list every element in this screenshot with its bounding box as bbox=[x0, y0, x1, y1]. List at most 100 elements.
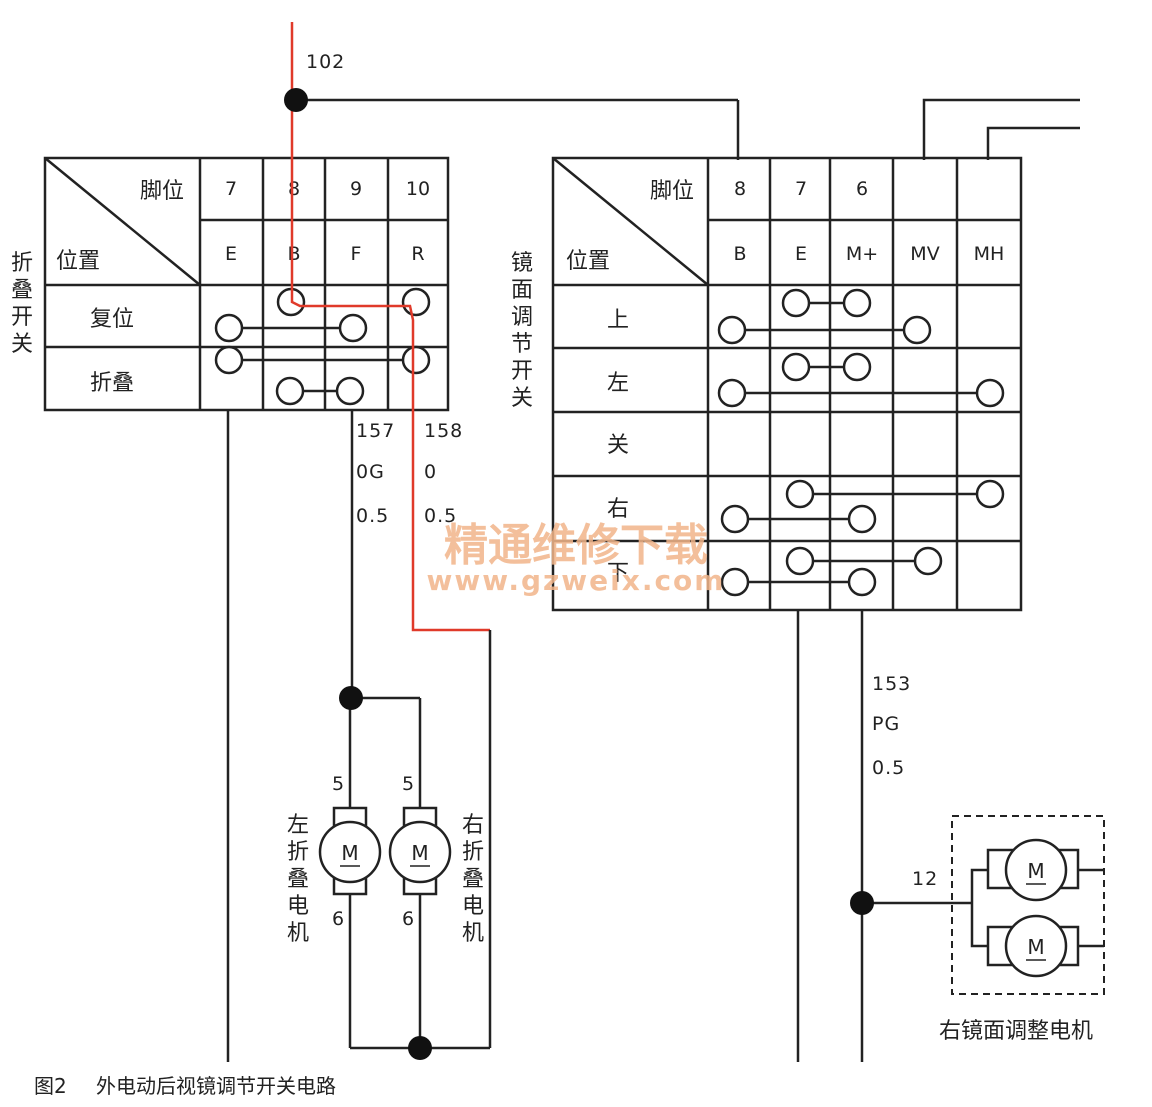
mirror-pos-left: 左 bbox=[607, 371, 629, 396]
motor-icon bbox=[318, 820, 382, 884]
svg-text:电: 电 bbox=[462, 894, 484, 919]
svg-text:关: 关 bbox=[511, 386, 533, 411]
watermark-url: www.gzweix.com bbox=[427, 564, 726, 597]
junction-153 bbox=[850, 891, 874, 915]
motor-icon bbox=[1004, 838, 1068, 902]
left-motor-pin-top: 5 bbox=[332, 773, 344, 795]
mirror-pos-right: 右 bbox=[607, 497, 629, 522]
left-motor-pin-bottom: 6 bbox=[332, 908, 344, 930]
junction-ground bbox=[408, 1036, 432, 1060]
mirror-switch-side-label: 镜 面 调 节 开 关 bbox=[511, 251, 533, 411]
svg-text:0G: 0G bbox=[356, 461, 385, 483]
mirror-pin-7: 7 bbox=[795, 178, 807, 200]
mirror-contacts-down bbox=[720, 546, 943, 597]
svg-text:0: 0 bbox=[424, 461, 437, 483]
svg-text:左: 左 bbox=[287, 813, 309, 838]
svg-text:M: M bbox=[1027, 935, 1044, 959]
svg-text:镜: 镜 bbox=[511, 251, 533, 276]
mirror-term-mh: MH bbox=[974, 243, 1005, 265]
svg-text:M: M bbox=[341, 841, 358, 865]
mirror-contacts-left bbox=[717, 352, 1005, 408]
wire-158-label: 158 0 0.5 bbox=[424, 420, 463, 527]
svg-text:M: M bbox=[411, 841, 428, 865]
fold-contacts-reset bbox=[214, 287, 431, 343]
svg-text:折: 折 bbox=[287, 840, 309, 865]
mirror-contacts-up bbox=[717, 288, 932, 345]
svg-text:158: 158 bbox=[424, 420, 463, 442]
svg-text:叠: 叠 bbox=[11, 278, 33, 303]
svg-text:M: M bbox=[1027, 859, 1044, 883]
junction-102 bbox=[284, 88, 308, 112]
svg-text:0.5: 0.5 bbox=[872, 757, 905, 779]
fold-pos-reset: 复位 bbox=[90, 307, 134, 332]
svg-text:开: 开 bbox=[11, 305, 33, 330]
right-fold-motor: M 5 6 bbox=[388, 773, 452, 930]
fold-term-f: F bbox=[351, 243, 362, 265]
fold-contacts-fold bbox=[214, 345, 431, 406]
svg-text:折: 折 bbox=[462, 840, 484, 865]
motor-icon bbox=[388, 820, 452, 884]
right-motor-pin-bottom: 6 bbox=[402, 908, 414, 930]
svg-text:关: 关 bbox=[11, 332, 33, 357]
fold-pos-fold: 折叠 bbox=[90, 371, 134, 396]
figure-title: 外电动后视镜调节开关电路 bbox=[96, 1074, 336, 1098]
wire-12-label: 12 bbox=[912, 868, 938, 890]
fold-term-r: R bbox=[411, 243, 424, 265]
fold-wires bbox=[226, 410, 492, 1062]
svg-text:153: 153 bbox=[872, 673, 911, 695]
svg-text:157: 157 bbox=[356, 420, 395, 442]
svg-text:机: 机 bbox=[287, 921, 309, 946]
fold-pin-7: 7 bbox=[225, 178, 237, 200]
svg-text:叠: 叠 bbox=[287, 867, 309, 892]
svg-text:机: 机 bbox=[462, 921, 484, 946]
mirror-corner-bottom: 位置 bbox=[566, 249, 610, 274]
mirror-pos-down: 下 bbox=[607, 561, 629, 586]
fold-corner-bottom: 位置 bbox=[56, 249, 100, 274]
fold-switch-side-label: 折 叠 开 关 bbox=[11, 251, 33, 357]
fold-pin-8: 8 bbox=[288, 178, 300, 200]
svg-text:电: 电 bbox=[287, 894, 309, 919]
fold-switch-table: 脚位 位置 7 8 9 10 E B F R 复位 折叠 bbox=[43, 156, 450, 412]
mirror-pos-off: 关 bbox=[607, 433, 629, 458]
svg-text:右: 右 bbox=[462, 813, 484, 838]
wire-157-label: 157 0G 0.5 bbox=[356, 420, 395, 527]
fold-pin-10: 10 bbox=[406, 178, 430, 200]
right-mirror-motor-assembly: M M bbox=[951, 815, 1105, 995]
mirror-switch-table: 脚位 位置 8 7 6 B E M+ MV MH 上 左 关 右 下 bbox=[551, 156, 1023, 612]
mirror-pin-8: 8 bbox=[734, 178, 746, 200]
junction-157 bbox=[339, 686, 363, 710]
svg-text:节: 节 bbox=[511, 332, 533, 357]
svg-text:叠: 叠 bbox=[462, 867, 484, 892]
mirror-contacts-right bbox=[720, 479, 1005, 534]
svg-text:0.5: 0.5 bbox=[356, 505, 389, 527]
svg-text:0.5: 0.5 bbox=[424, 505, 457, 527]
mirror-term-e: E bbox=[795, 243, 807, 265]
fold-pin-9: 9 bbox=[350, 178, 362, 200]
fold-corner-top: 脚位 bbox=[140, 179, 184, 204]
right-motor-pin-top: 5 bbox=[402, 773, 414, 795]
svg-text:面: 面 bbox=[511, 278, 533, 303]
svg-text:PG: PG bbox=[872, 713, 900, 735]
motor-icon bbox=[1004, 914, 1068, 978]
mirror-term-mplus: M+ bbox=[846, 243, 878, 265]
mirror-pos-up: 上 bbox=[607, 308, 629, 333]
wire-mv-mh bbox=[922, 98, 1080, 160]
left-fold-motor: M 5 6 bbox=[318, 773, 382, 930]
svg-text:开: 开 bbox=[511, 359, 533, 384]
mirror-term-b: B bbox=[733, 243, 746, 265]
fold-term-e: E bbox=[225, 243, 237, 265]
wire-153-label: 153 PG 0.5 bbox=[872, 673, 911, 779]
svg-text:折: 折 bbox=[11, 251, 33, 276]
figure-number: 图2 bbox=[34, 1074, 67, 1098]
mirror-wires bbox=[796, 610, 972, 1062]
watermark-title: 精通维修下载 bbox=[444, 520, 708, 571]
fold-term-b: B bbox=[287, 243, 300, 265]
svg-text:调: 调 bbox=[511, 305, 533, 330]
right-fold-motor-label: 右 折 叠 电 机 bbox=[462, 813, 484, 946]
highlight-path bbox=[290, 22, 490, 632]
mirror-pin-6: 6 bbox=[856, 178, 868, 200]
mirror-term-mv: MV bbox=[910, 243, 939, 265]
left-fold-motor-label: 左 折 叠 电 机 bbox=[287, 813, 309, 946]
mirror-corner-top: 脚位 bbox=[650, 179, 694, 204]
